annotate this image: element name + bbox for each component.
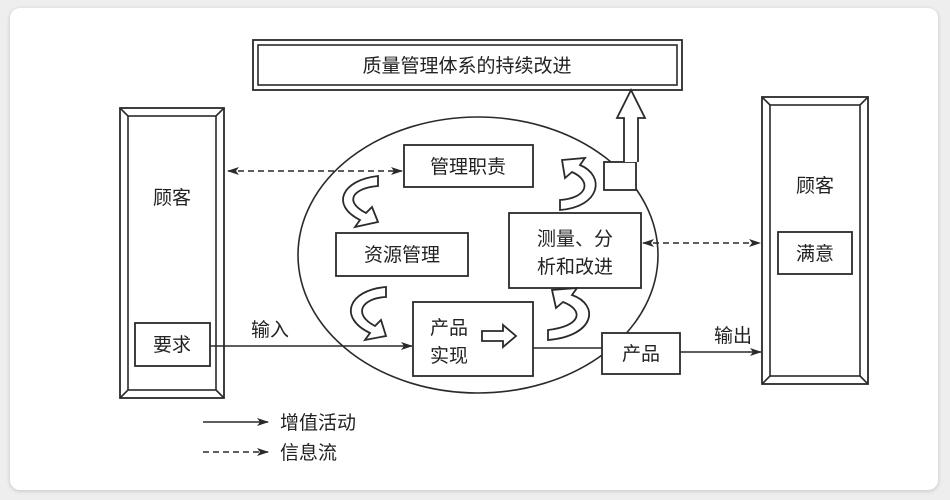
continual-improvement-box: 质量管理体系的持续改进 xyxy=(252,39,683,91)
output-label: 输出 xyxy=(714,325,752,347)
curved-arrow-icon xyxy=(547,286,590,341)
svg-text:产品: 产品 xyxy=(430,317,468,339)
svg-text:资源管理: 资源管理 xyxy=(364,244,440,266)
management-responsibility-box: 管理职责 xyxy=(403,144,534,188)
svg-text:析和改进: 析和改进 xyxy=(537,256,613,278)
satisfaction-label: 满意 xyxy=(796,243,834,265)
right-customer-column: 顾客 满意 xyxy=(761,96,869,385)
hollow-right-arrow-icon xyxy=(481,323,518,349)
requirement-label: 要求 xyxy=(153,334,191,356)
product-realization-box: 产品 实现 xyxy=(412,301,534,377)
legend-value-added: 增值活动 xyxy=(280,412,356,434)
legend: 增值活动 信息流 xyxy=(203,412,356,464)
improvement-hollow-arrow-icon xyxy=(603,87,647,191)
input-label: 输入 xyxy=(251,319,289,341)
curved-arrow-icon xyxy=(559,156,597,211)
left-customer-column: 顾客 要求 xyxy=(119,107,225,399)
svg-text:测量、分: 测量、分 xyxy=(537,228,613,250)
svg-text:产品: 产品 xyxy=(622,343,660,365)
title-text: 质量管理体系的持续改进 xyxy=(362,55,571,77)
curved-arrow-icon xyxy=(350,286,388,342)
legend-information-flow: 信息流 xyxy=(280,442,337,464)
svg-text:实现: 实现 xyxy=(430,345,468,367)
measurement-analysis-improvement-box: 测量、分 析和改进 xyxy=(508,212,642,289)
right-customer-label: 顾客 xyxy=(796,175,834,197)
left-customer-label: 顾客 xyxy=(153,187,191,209)
process-ellipse xyxy=(297,116,659,394)
product-box: 产品 xyxy=(601,332,681,375)
svg-text:管理职责: 管理职责 xyxy=(430,156,506,178)
curved-arrow-icon xyxy=(342,174,380,229)
resource-management-box: 资源管理 xyxy=(335,232,469,277)
